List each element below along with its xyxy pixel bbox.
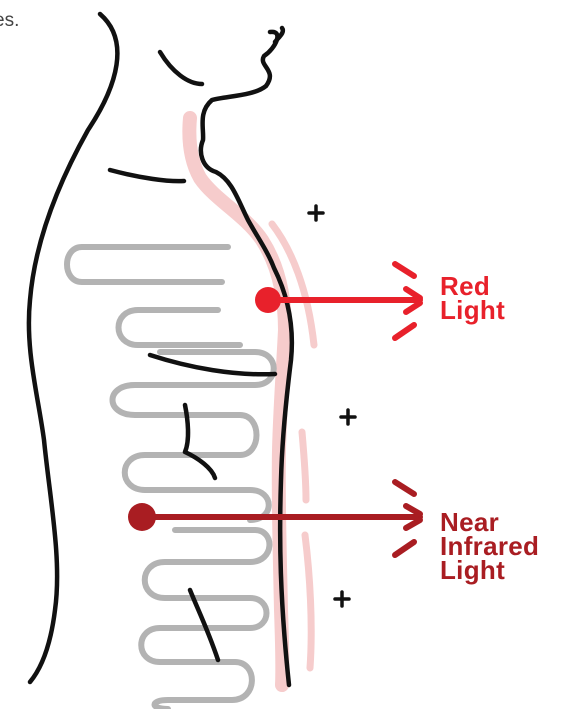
near-infrared-light-label: Near Infrared Light <box>440 510 539 582</box>
plus-signs <box>309 206 355 606</box>
intestine-loops <box>67 247 274 709</box>
red-light-label: Red Light <box>440 274 505 322</box>
red-light-label-line2: Light <box>440 298 505 322</box>
nir-label-line3: Light <box>440 558 539 582</box>
